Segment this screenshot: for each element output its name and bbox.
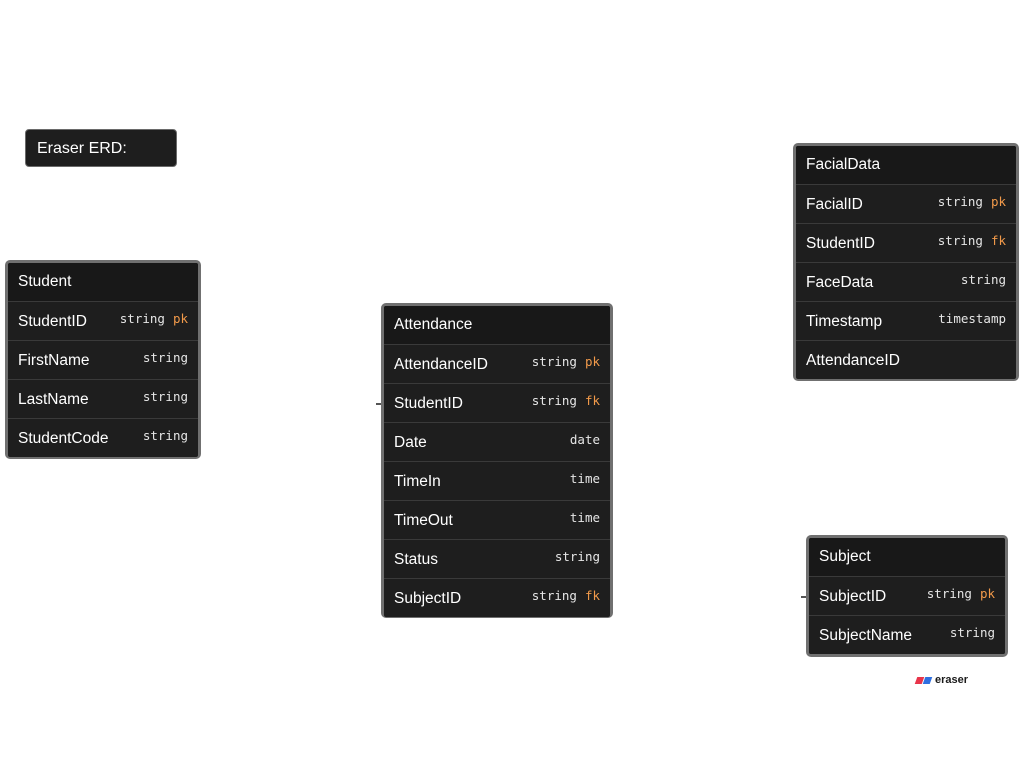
field-name: Timestamp bbox=[806, 313, 883, 330]
entity-title: Subject bbox=[809, 538, 1005, 577]
field-name: TimeOut bbox=[394, 512, 453, 529]
field-name: Date bbox=[394, 434, 427, 451]
field-type: timestamp bbox=[938, 311, 1006, 326]
field-row-facedata[interactable]: FaceData string bbox=[796, 263, 1016, 302]
field-row-subjectname[interactable]: SubjectName string bbox=[809, 616, 1005, 654]
diagram-label: Eraser ERD: bbox=[25, 129, 177, 167]
connector-dot bbox=[376, 403, 381, 405]
field-type: string bbox=[554, 549, 600, 564]
field-name: FacialID bbox=[806, 196, 863, 213]
field-row-timeout[interactable]: TimeOut time bbox=[384, 501, 610, 540]
field-type: time bbox=[569, 471, 600, 486]
field-row-timestamp[interactable]: Timestamp timestamp bbox=[796, 302, 1016, 341]
key-badge: fk bbox=[990, 233, 1006, 248]
key-badge: pk bbox=[584, 354, 600, 369]
key-badge: fk bbox=[584, 588, 600, 603]
field-type: string bbox=[949, 625, 995, 640]
field-name: TimeIn bbox=[394, 473, 441, 490]
field-type: string bbox=[960, 272, 1006, 287]
field-name: Status bbox=[394, 551, 438, 568]
connector-dot bbox=[613, 364, 618, 366]
entity-title: FacialData bbox=[796, 146, 1016, 185]
connector-dot bbox=[788, 243, 793, 245]
field-name: StudentID bbox=[806, 235, 875, 252]
field-name: SubjectName bbox=[819, 627, 913, 644]
connector-dot bbox=[201, 321, 206, 323]
key-badge: fk bbox=[584, 393, 600, 408]
field-name: FirstName bbox=[18, 352, 90, 369]
connector-dot bbox=[801, 596, 806, 598]
brand-wordmark: eraser bbox=[935, 674, 969, 686]
field-name: SubjectID bbox=[394, 590, 462, 607]
field-name: FaceData bbox=[806, 274, 874, 291]
field-row-status[interactable]: Status string bbox=[384, 540, 610, 579]
key-badge: pk bbox=[990, 194, 1006, 209]
logo-blue-block bbox=[922, 676, 933, 684]
field-name: StudentID bbox=[18, 313, 87, 330]
field-name: AttendanceID bbox=[806, 352, 900, 369]
field-row-studentcode[interactable]: StudentCode string bbox=[8, 419, 198, 457]
field-name: StudentID bbox=[394, 395, 463, 412]
field-row-timein[interactable]: TimeIn time bbox=[384, 462, 610, 501]
field-type: string bbox=[142, 389, 188, 404]
field-name: AttendanceID bbox=[394, 356, 488, 373]
field-type: time bbox=[569, 510, 600, 525]
field-row-firstname[interactable]: FirstName string bbox=[8, 341, 198, 380]
field-name: StudentCode bbox=[18, 430, 109, 447]
field-type: string bbox=[142, 350, 188, 365]
connector-dot bbox=[613, 598, 618, 600]
entity-title: Attendance bbox=[384, 306, 610, 345]
key-badge: pk bbox=[979, 586, 995, 601]
field-row-attendanceid[interactable]: AttendanceID bbox=[788, 341, 1016, 379]
eraser-logo-icon bbox=[914, 676, 933, 684]
field-name: LastName bbox=[18, 391, 89, 408]
field-row-lastname[interactable]: LastName string bbox=[8, 380, 198, 419]
eraser-brand[interactable]: eraser bbox=[914, 672, 969, 688]
connector-dot bbox=[788, 360, 793, 362]
field-type: date bbox=[569, 432, 600, 447]
entity-title: Student bbox=[8, 263, 198, 302]
field-name: SubjectID bbox=[819, 588, 887, 605]
key-badge: pk bbox=[172, 311, 188, 326]
field-row-date[interactable]: Date date bbox=[384, 423, 610, 462]
field-type: string bbox=[142, 428, 188, 443]
